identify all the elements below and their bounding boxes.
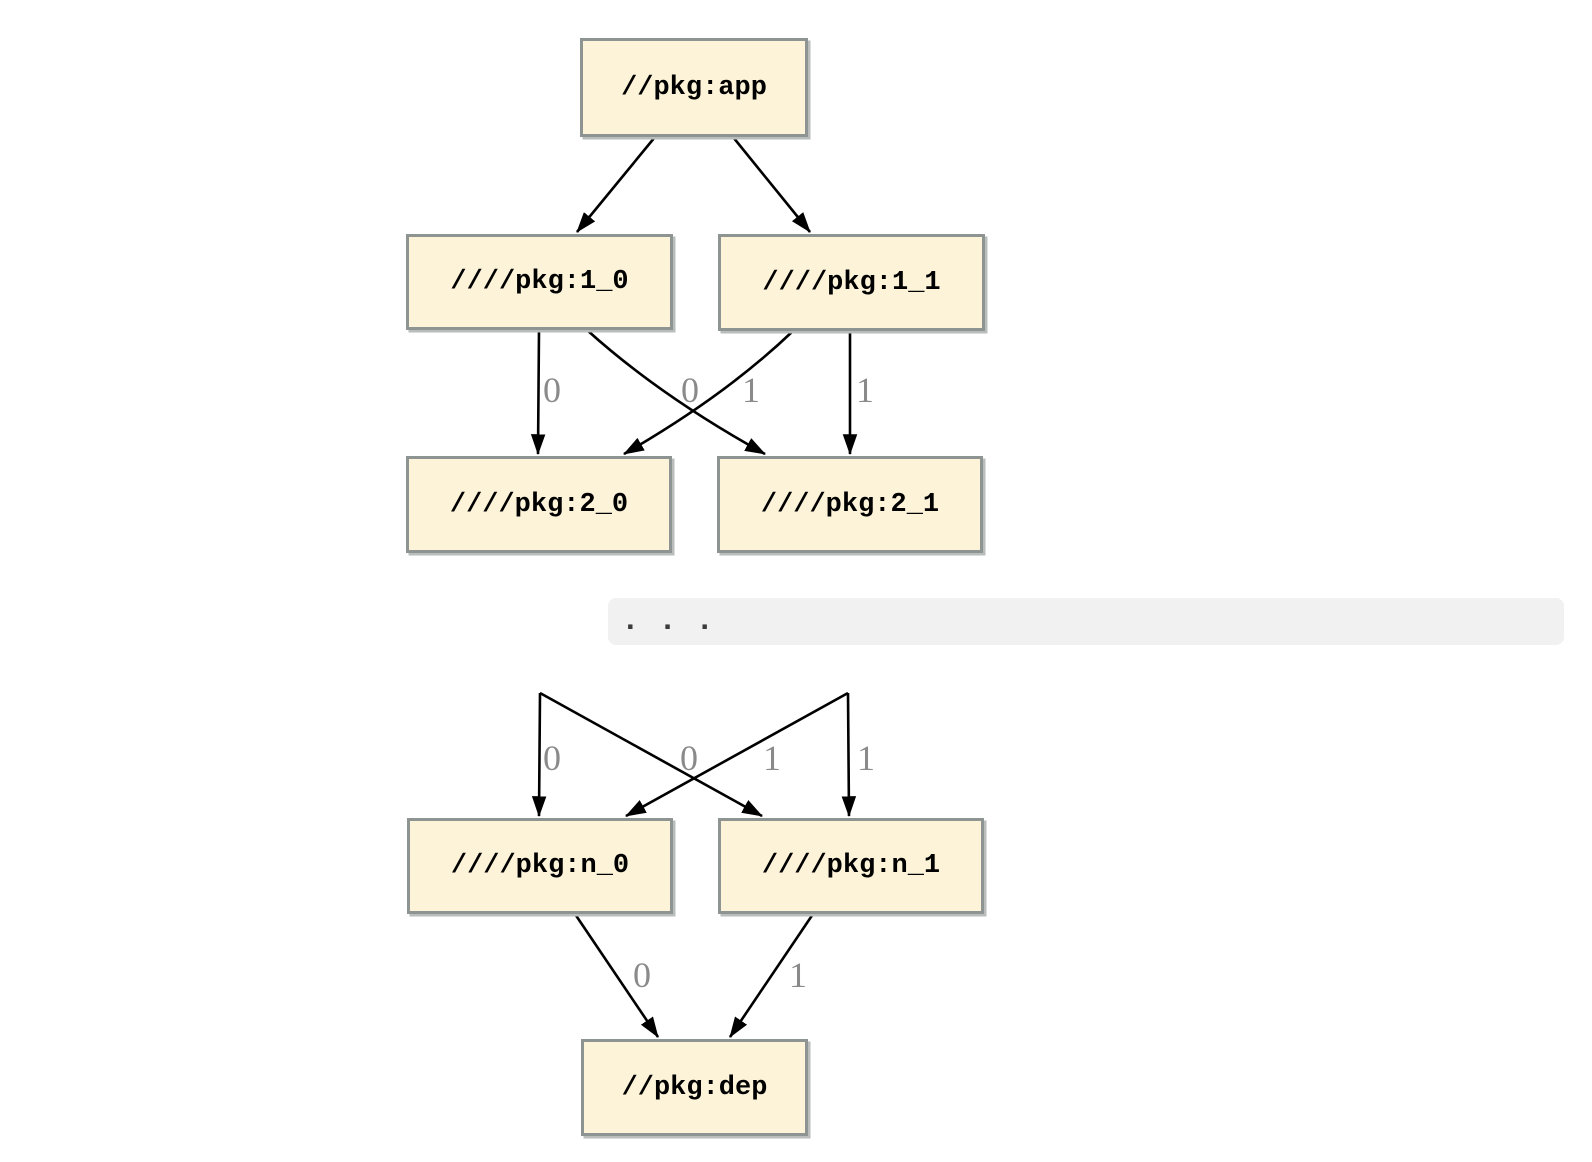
edge-1-0-to-2-0 [530,329,546,456]
edge-cont-left-to-n-1 [539,691,763,818]
edge-label-cont-to-n-1-left: 1 [763,738,781,778]
node-pkg-1-0-label: ////pkg:1_0 [450,267,629,297]
edge-n-0-to-dep [573,913,660,1038]
node-pkg-1-0: ////pkg:1_0 [406,234,673,330]
node-pkg-2-1: ////pkg:2_1 [717,456,983,553]
node-pkg-n-1-label: ////pkg:n_1 [761,851,941,881]
edge-label-1-1-to-2-0: 0 [681,370,699,410]
edge-label-1-1-to-2-1: 1 [856,370,874,410]
node-pkg-2-0-label: ////pkg:2_0 [449,489,629,520]
edge-label-n-1-to-dep: 1 [789,955,807,995]
ellipsis-band: . . . [608,598,1564,645]
node-pkg-1-1-label: ////pkg:1_1 [762,267,941,298]
edge-cont-right-to-n-1 [841,692,857,818]
edge-app-to-1-0 [575,136,657,233]
node-pkg-2-0: ////pkg:2_0 [406,456,672,553]
node-pkg-n-1: ////pkg:n_1 [718,818,984,914]
edge-cont-right-to-n-0 [625,691,849,818]
node-pkg-n-0-label: ////pkg:n_0 [450,851,630,881]
edge-label-cont-to-n-0-left: 0 [543,738,561,778]
edge-label-n-0-to-dep: 0 [633,955,651,995]
edge-cont-left-to-n-0 [531,692,547,818]
ellipsis-text: . . . [621,604,715,639]
node-pkg-dep: //pkg:dep [581,1039,808,1136]
node-pkg-app-label: //pkg:app [621,72,767,103]
edge-n-1-to-dep [728,913,815,1038]
edge-app-to-1-1 [731,136,812,233]
edge-1-1-to-2-0 [623,330,794,456]
edge-label-cont-to-n-0-right: 0 [680,738,698,778]
node-pkg-app: //pkg:app [580,38,808,137]
node-pkg-2-1-label: ////pkg:2_1 [760,489,940,520]
edge-label-1-0-to-2-0: 0 [543,370,561,410]
edge-1-0-to-2-1 [586,329,766,456]
edge-label-cont-to-n-1-right: 1 [857,738,875,778]
node-pkg-n-0: ////pkg:n_0 [407,818,673,914]
node-pkg-dep-label: //pkg:dep [621,1072,768,1103]
node-pkg-1-1: ////pkg:1_1 [718,234,985,331]
edge-label-1-0-to-2-1: 1 [742,370,760,410]
